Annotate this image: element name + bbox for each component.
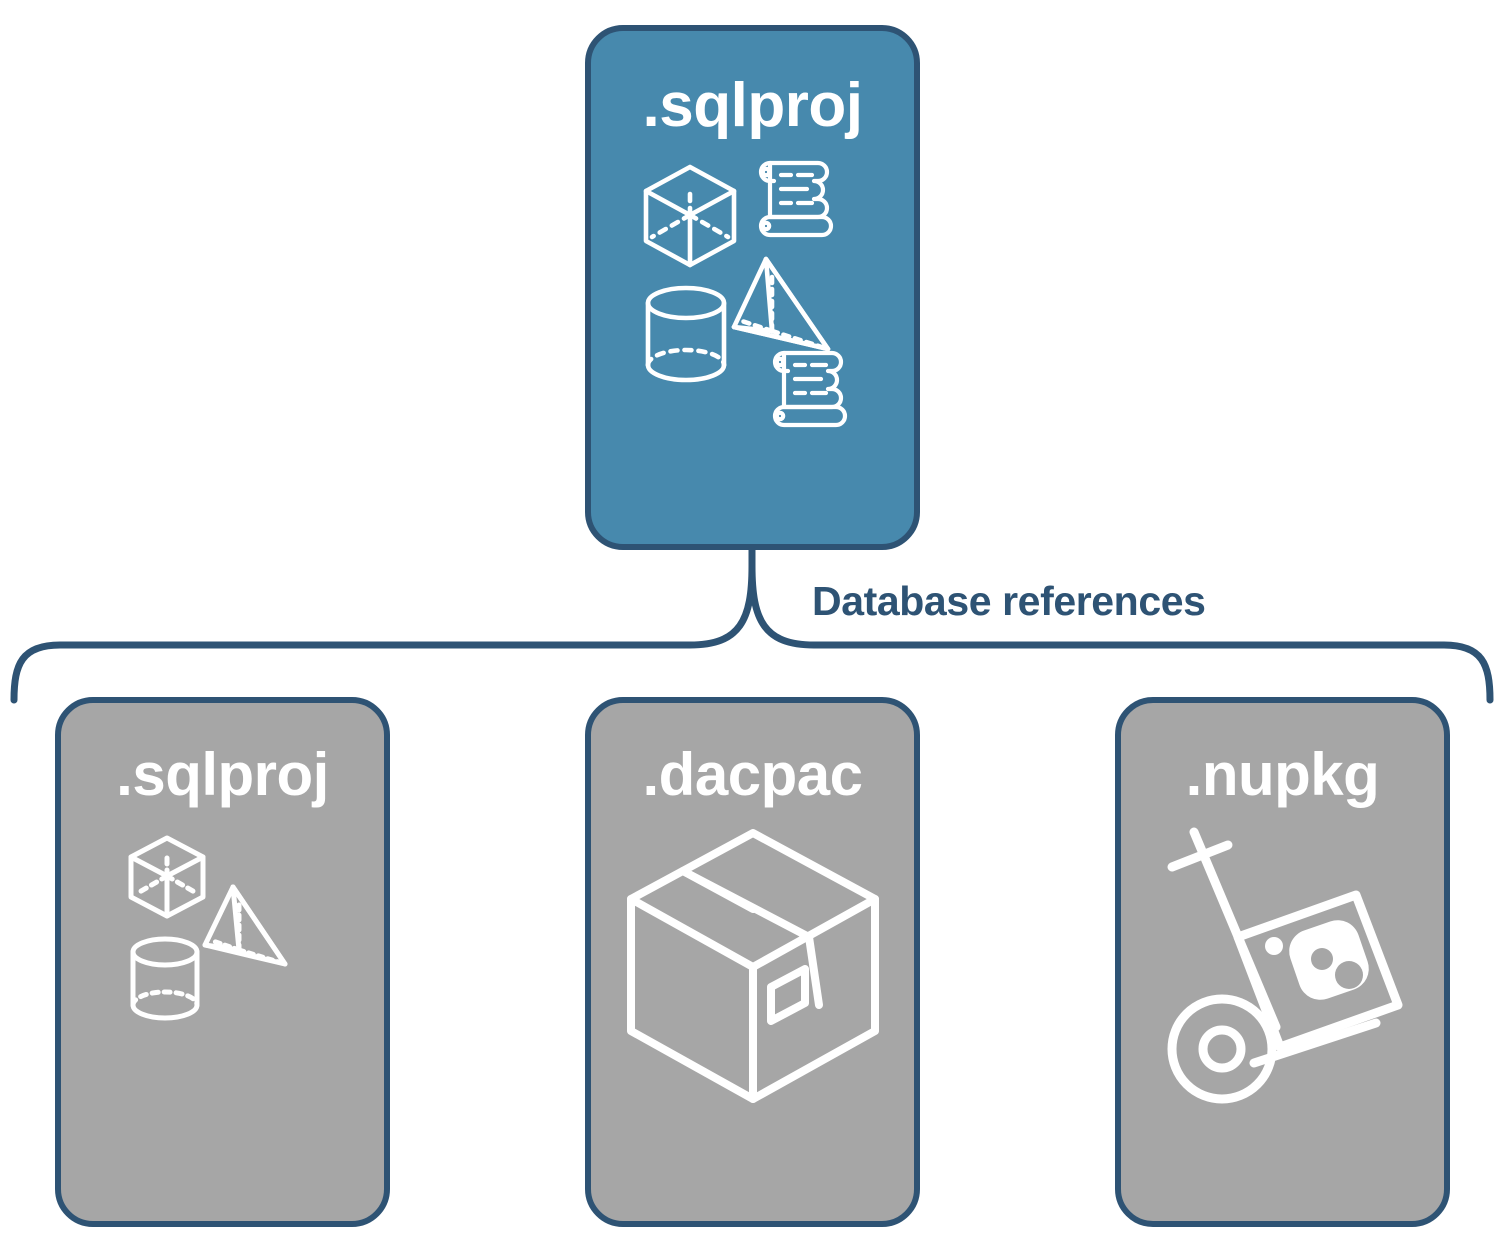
sqlproj-icon-group (123, 827, 323, 1042)
nuget-logo-small-dot (1264, 937, 1283, 955)
root-icon-group (638, 153, 868, 438)
scroll-icon (758, 160, 833, 238)
node-title: .dacpac (642, 741, 863, 808)
nuget-package-icon (1233, 890, 1402, 1052)
pyramid-icon (202, 884, 287, 967)
node-sqlproj-reference[interactable]: .sqlproj (55, 697, 390, 1227)
pyramid-icon (731, 256, 830, 352)
node-title: .sqlproj (116, 741, 329, 808)
package-box-icon (626, 829, 879, 1103)
cube-icon (128, 835, 205, 919)
node-sqlproj-root[interactable]: .sqlproj (585, 25, 920, 550)
cylinder-icon (645, 285, 726, 383)
cylinder-icon (130, 936, 199, 1021)
scroll-icon (772, 350, 847, 428)
node-nupkg-reference[interactable]: .nupkg (1115, 697, 1450, 1227)
connector-label: Database references (812, 578, 1206, 624)
node-dacpac-reference[interactable]: .dacpac (585, 697, 920, 1227)
nupkg-icon-group (1158, 827, 1408, 1112)
dacpac-icon-group (623, 827, 883, 1112)
node-title: .nupkg (1185, 741, 1380, 808)
nuget-logo-dots (1310, 948, 1363, 989)
cube-icon (643, 164, 736, 268)
node-title: .sqlproj (642, 71, 863, 140)
